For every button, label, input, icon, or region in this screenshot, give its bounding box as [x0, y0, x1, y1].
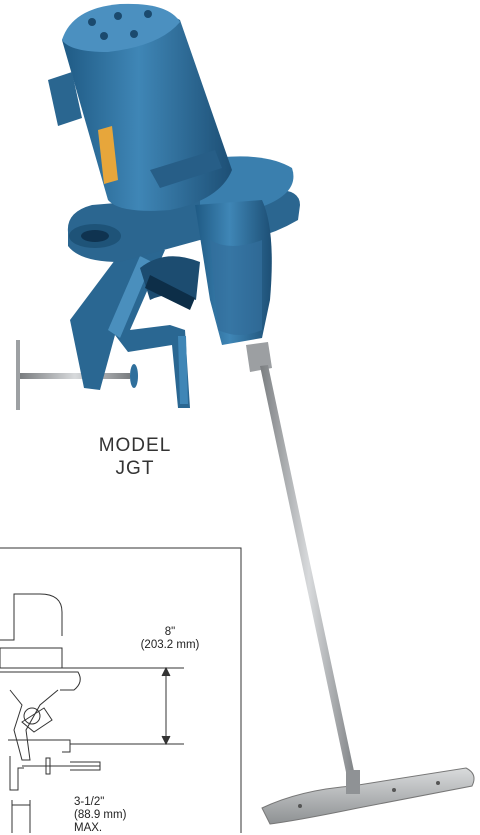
clamp-bracket	[70, 240, 190, 408]
impeller-blade	[261, 767, 475, 825]
model-caption: MODEL JGT	[70, 434, 200, 480]
dimension-drawing	[0, 547, 242, 833]
dimension-clamp-label: 3-1/2" (88.9 mm) MAX.	[74, 796, 144, 835]
dim-clamp-inches: 3-1/2"	[74, 796, 105, 808]
model-name: JGT	[115, 458, 155, 479]
dimension-height-label: 8" (203.2 mm)	[130, 626, 210, 652]
gear-housing	[140, 200, 272, 345]
mixer-shaft	[246, 342, 358, 791]
dim-height-mm: (203.2 mm)	[140, 639, 200, 651]
model-label: MODEL	[98, 435, 172, 456]
dim-clamp-mm: (88.9 mm)	[74, 809, 127, 821]
motor-body	[48, 3, 232, 211]
dim-height-inches: 8"	[164, 626, 176, 638]
dim-clamp-note: MAX.	[74, 822, 103, 834]
clamp-screw	[16, 340, 138, 410]
